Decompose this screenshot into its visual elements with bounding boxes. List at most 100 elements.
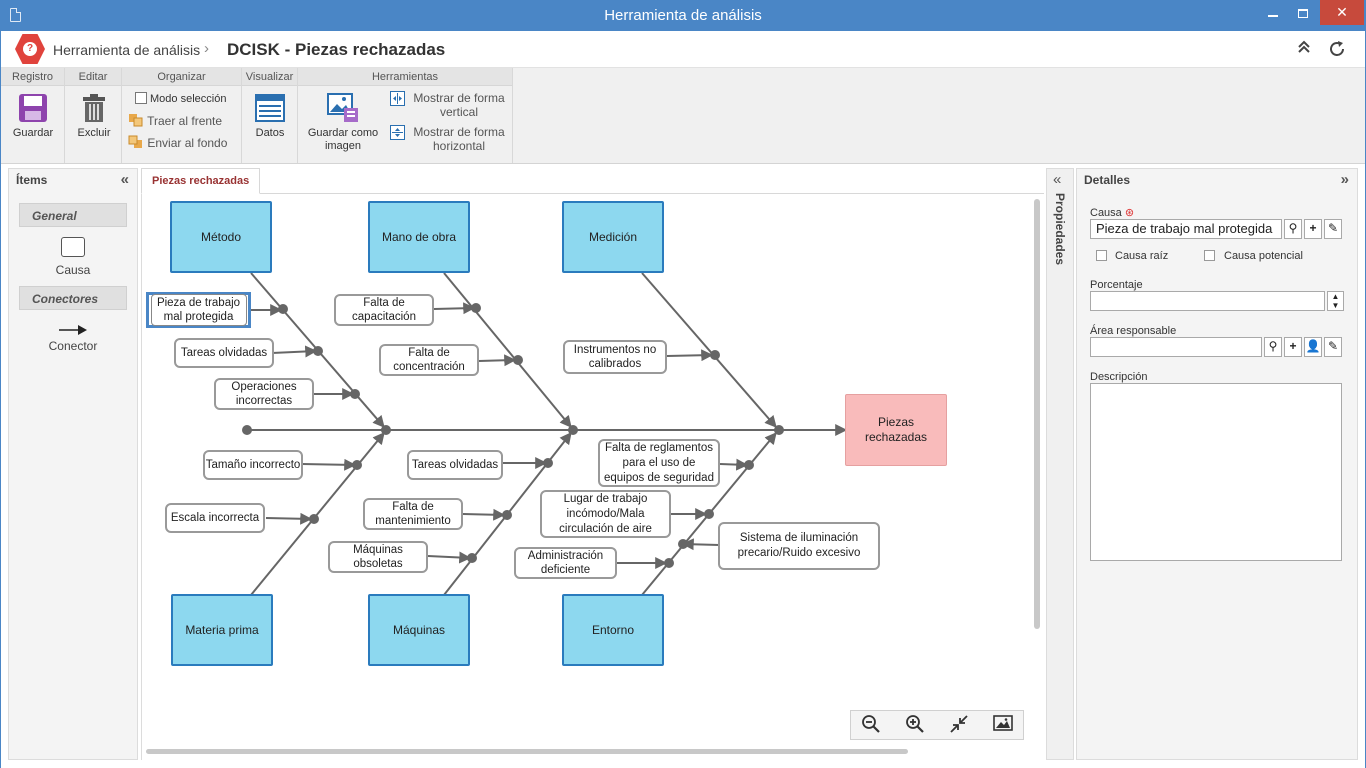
cause-box-selected[interactable]: Pieza de trabajo mal protegida <box>146 292 251 328</box>
area-label: Área responsable <box>1090 325 1177 337</box>
ribbon-group-visualizar: Visualizar Datos <box>242 68 298 163</box>
save-as-image-button[interactable]: Guardar como imagen <box>303 93 383 153</box>
refresh-icon[interactable] <box>1328 40 1346 58</box>
add-cause-button[interactable]: + <box>1304 219 1322 239</box>
save-button[interactable]: Guardar <box>6 93 60 140</box>
category-metodo[interactable]: Método <box>170 201 272 273</box>
maximize-icon <box>1298 8 1308 18</box>
category-label: Máquinas <box>392 623 446 637</box>
cause-label: Instrumentos no calibrados <box>573 344 657 370</box>
category-entorno[interactable]: Entorno <box>562 594 664 666</box>
cause-box[interactable]: Tareas olvidadas <box>174 338 274 368</box>
cause-input[interactable]: Pieza de trabajo mal protegida <box>1090 219 1282 239</box>
cause-label: Sistema de iluminación precario/Ruido ex… <box>737 532 861 559</box>
save-image-label: Guardar como imagen <box>307 127 379 152</box>
category-medicion[interactable]: Medición <box>562 201 664 273</box>
cause-label: Falta de mantenimiento <box>375 501 451 527</box>
minimize-button[interactable] <box>1258 0 1288 25</box>
cause-box[interactable]: Administración deficiente <box>514 547 617 579</box>
collapse-left-icon[interactable]: « <box>120 171 129 188</box>
fit-to-screen-button[interactable] <box>947 714 971 738</box>
export-image-button[interactable] <box>991 714 1015 738</box>
selection-mode-checkbox[interactable]: Modo selección <box>135 91 226 105</box>
cause-box[interactable]: Tamaño incorrecto <box>203 450 303 480</box>
ribbon-group-herramientas: Herramientas Guardar como imagen Mostrar… <box>298 68 513 163</box>
clear-cause-button[interactable]: ✎ <box>1324 219 1342 239</box>
breadcrumb[interactable]: Herramienta de análisis <box>53 42 201 58</box>
horizontal-scrollbar[interactable] <box>146 749 908 754</box>
category-maquinas[interactable]: Máquinas <box>368 594 470 666</box>
properties-tab-label: Propiedades <box>1053 193 1067 266</box>
zoom-toolbar <box>850 710 1024 740</box>
section-general[interactable]: General <box>19 203 127 227</box>
horizontal-layout-icon <box>390 125 405 143</box>
potential-cause-checkbox[interactable] <box>1204 250 1215 261</box>
cause-label: Administración deficiente <box>527 550 604 576</box>
cause-box[interactable]: Falta de concentración <box>379 344 479 376</box>
collapse-right-icon[interactable]: » <box>1340 171 1349 188</box>
breadcrumb-separator: › <box>204 40 209 57</box>
delete-button[interactable]: Excluir <box>69 93 119 140</box>
items-panel-title: Ítems <box>16 173 48 187</box>
search-cause-button[interactable]: ⚲ <box>1284 219 1302 239</box>
cause-box[interactable]: Falta de mantenimiento <box>363 498 463 530</box>
add-area-button[interactable]: + <box>1284 337 1302 357</box>
user-icon: 👤 <box>1305 339 1321 353</box>
clear-area-button[interactable]: ✎ <box>1324 337 1342 357</box>
window-border-left <box>0 31 1 768</box>
root-cause-checkbox[interactable] <box>1096 250 1107 261</box>
category-materia-prima[interactable]: Materia prima <box>171 594 273 666</box>
zoom-out-button[interactable] <box>859 714 883 738</box>
maximize-button[interactable] <box>1288 0 1318 25</box>
search-area-button[interactable]: ⚲ <box>1264 337 1282 357</box>
cause-box[interactable]: Falta de capacitación <box>334 294 434 326</box>
window-title: Herramienta de análisis <box>604 7 762 24</box>
bring-front-icon <box>128 113 144 128</box>
percentage-input[interactable] <box>1090 291 1325 311</box>
fishbone-diagram[interactable] <box>142 194 1045 760</box>
zoom-in-button[interactable] <box>903 714 927 738</box>
cause-label: Escala incorrecta <box>170 512 260 524</box>
percentage-stepper[interactable]: ▲▼ <box>1327 291 1344 311</box>
cause-box[interactable]: Operaciones incorrectas <box>214 378 314 410</box>
user-area-button[interactable]: 👤 <box>1304 337 1322 357</box>
description-textarea[interactable] <box>1090 383 1342 561</box>
expand-properties-icon[interactable]: « <box>1053 171 1062 188</box>
cause-tool-label: Causa <box>55 263 91 277</box>
cause-box[interactable]: Instrumentos no calibrados <box>563 340 667 374</box>
diagram-canvas[interactable]: Método Mano de obra Medición Materia pri… <box>141 194 1044 760</box>
stepper-icon: ▲▼ <box>1331 292 1340 310</box>
category-mano-obra[interactable]: Mano de obra <box>368 201 470 273</box>
minimize-icon <box>1268 15 1278 18</box>
bring-to-front-button[interactable]: Traer al frente <box>128 113 222 128</box>
close-button[interactable]: ✕ <box>1320 0 1364 25</box>
cause-box[interactable]: Sistema de iluminación precario/Ruido ex… <box>718 522 880 570</box>
collapse-header-icon[interactable] <box>1295 40 1313 58</box>
cause-box[interactable]: Escala incorrecta <box>165 503 265 533</box>
cause-tool[interactable]: Causa <box>9 237 137 277</box>
show-vertical-button[interactable]: Mostrar de forma vertical <box>390 91 508 119</box>
show-horizontal-button[interactable]: Mostrar de forma horizontal <box>390 125 508 153</box>
zoom-in-icon <box>906 715 924 733</box>
connector-tool[interactable]: Conector <box>9 324 137 353</box>
properties-tab[interactable]: « Propiedades <box>1046 168 1074 760</box>
collapse-arrows-icon <box>950 715 968 733</box>
cause-box[interactable]: Lugar de trabajo incómodo/Mala circulaci… <box>540 490 671 538</box>
cause-label: Lugar de trabajo incómodo/Mala circulaci… <box>559 492 652 535</box>
area-input[interactable] <box>1090 337 1262 357</box>
cause-box[interactable]: Falta de reglamentos para el uso de equi… <box>598 439 720 487</box>
bone-mano-obra <box>443 272 572 428</box>
cause-box[interactable]: Máquinas obsoletas <box>328 541 428 573</box>
vertical-scrollbar[interactable] <box>1034 199 1040 629</box>
effect-box[interactable]: Piezas rechazadas <box>845 394 947 466</box>
section-connectors[interactable]: Conectores <box>19 286 127 310</box>
cause-box[interactable]: Tareas olvidadas <box>407 450 503 480</box>
image-icon <box>993 715 1013 731</box>
zoom-out-icon <box>862 715 880 733</box>
send-to-back-button[interactable]: Enviar al fondo <box>128 135 227 150</box>
data-button[interactable]: Datos <box>245 93 295 140</box>
cause-label: Pieza de trabajo mal protegida <box>150 294 247 326</box>
delete-label: Excluir <box>77 127 111 139</box>
tab-piezas-rechazadas[interactable]: Piezas rechazadas <box>141 168 261 194</box>
arrow-right-icon <box>59 325 87 335</box>
